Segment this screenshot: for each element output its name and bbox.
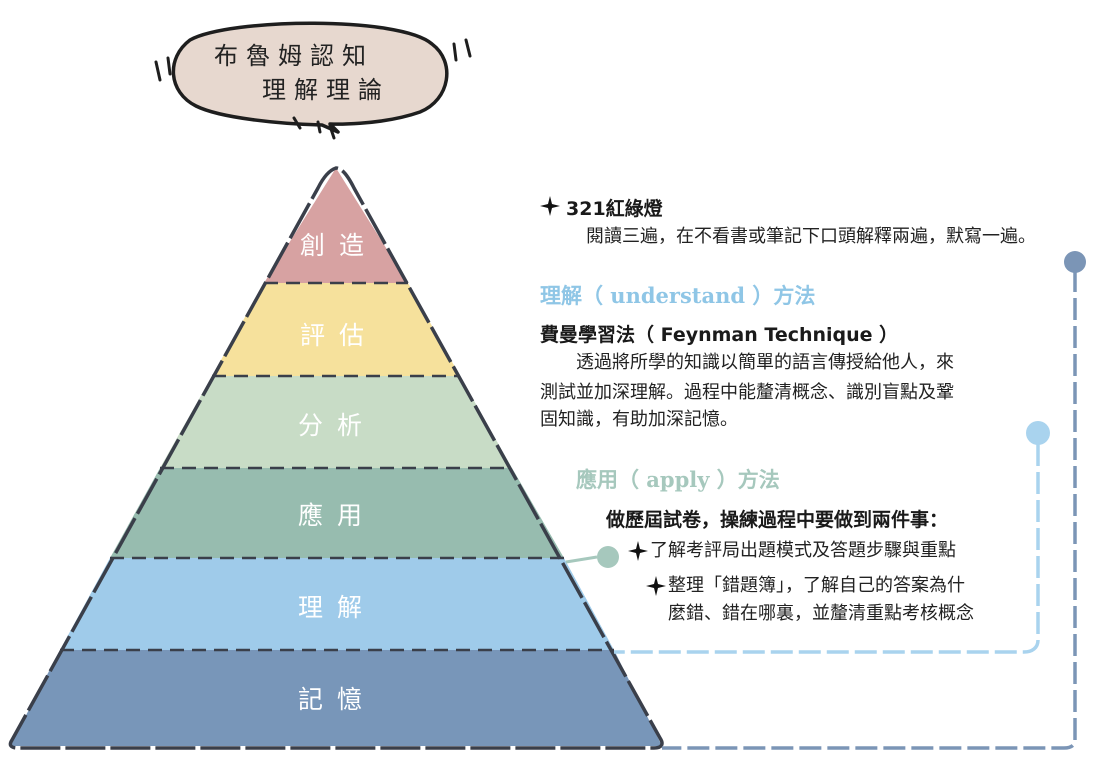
pyramid-level-create xyxy=(264,168,408,283)
feynman-body-line1: 透過將所學的知識以簡單的語言傳授給他人，來 xyxy=(540,352,954,373)
level-label-apply: 應用 xyxy=(298,501,377,530)
sparkle-icon xyxy=(646,576,666,596)
pyramid-level-apply xyxy=(110,468,564,558)
apply-method-title: 應用（ apply ）方法 xyxy=(576,467,780,492)
pyramid-level-analyze xyxy=(160,376,512,468)
sparkle-icon xyxy=(540,196,560,216)
pyramid xyxy=(8,166,664,750)
feynman-title: 費曼學習法（ Feynman Technique ） xyxy=(540,324,899,346)
pyramid-level-remember xyxy=(10,650,662,746)
level-label-understand: 理解 xyxy=(298,593,377,622)
feynman-body-line3: 固知識，有助加深記憶。 xyxy=(540,409,738,430)
section-321-title: 321紅綠燈 xyxy=(566,198,663,220)
feynman-body-line2: 測試並加深理解。過程中能釐清概念、識別盲點及鞏 xyxy=(540,382,954,403)
apply-item-2-line2: 麼錯、錯在哪裏，並釐清重點考核概念 xyxy=(668,603,974,624)
apply-item-1: 了解考評局出題模式及答題步驟與重點 xyxy=(650,540,956,561)
understand-method-title: 理解（ understand ）方法 xyxy=(540,283,816,308)
level-label-create: 創造 xyxy=(300,231,379,260)
level-label-remember: 記憶 xyxy=(298,685,377,714)
bubble-title-line1: 布魯姆認知 xyxy=(214,42,374,70)
title-speech-bubble xyxy=(154,21,472,140)
section-321-body: 閱讀三遍，在不看書或筆記下口頭解釋兩遍，默寫一遍。 xyxy=(586,226,1036,247)
pyramid-level-understand xyxy=(60,558,614,650)
apply-item-2-line1: 整理「錯題簿」，了解自己的答案為什 xyxy=(668,575,965,596)
bubble-title-line2: 理解理論 xyxy=(262,76,390,104)
sparkle-icon xyxy=(628,541,648,561)
pyramid-outline xyxy=(8,166,664,750)
level-label-evaluate: 評估 xyxy=(300,321,379,350)
connector-apply xyxy=(565,546,619,568)
level-label-analyze: 分析 xyxy=(298,411,377,440)
connector-understand xyxy=(614,421,1050,654)
connector-321 xyxy=(662,251,1086,750)
apply-subtitle: 做歷屆試卷，操練過程中要做到兩件事： xyxy=(606,509,949,531)
pyramid-level-evaluate xyxy=(212,283,460,376)
